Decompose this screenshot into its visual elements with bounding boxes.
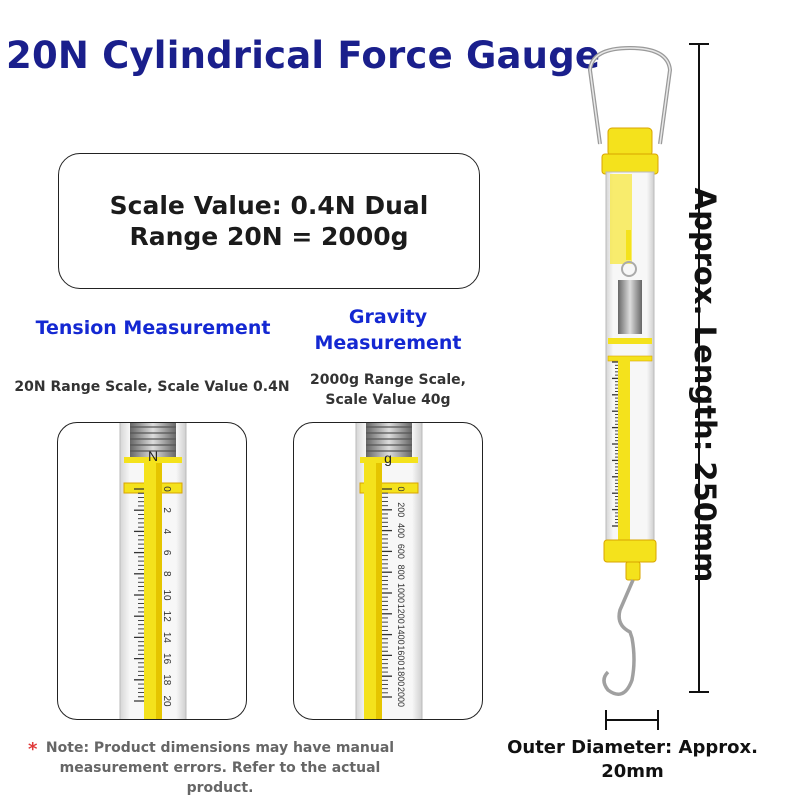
scale-label: 1400: [396, 625, 406, 645]
bottom-hook: [602, 579, 636, 696]
length-label: Approx. Length: 250mm: [688, 187, 722, 583]
spec-box: Scale Value: 0.4N Dual Range 20N = 2000g: [58, 153, 480, 289]
tension-caption: 20N Range Scale, Scale Value 0.4N: [14, 379, 290, 395]
scale-label: 8: [161, 571, 172, 577]
tension-heading: Tension Measurement: [35, 317, 271, 339]
newton-tick-labels: 0 2 4 6 8 10 12 14 16 18 20: [161, 486, 172, 707]
scale-label: 1800: [396, 666, 406, 686]
scale-label: 800: [396, 565, 406, 580]
scale-label: 4: [161, 529, 172, 535]
gravity-caption-line-1: 2000g Range Scale,: [310, 372, 466, 388]
scale-label: 10: [161, 589, 172, 601]
bottom-cap: [603, 539, 657, 563]
scale-label: 1200: [396, 604, 406, 624]
spec-line-1: Scale Value: 0.4N Dual: [109, 191, 429, 220]
note-text: Note: Product dimensions may have manual…: [45, 740, 395, 796]
spring: [366, 423, 412, 458]
note-asterisk: *: [28, 739, 38, 760]
spring: [130, 423, 176, 458]
gram-tick-marks: [382, 488, 392, 698]
scale-label: 12: [161, 611, 172, 623]
scale-label: 1600: [396, 645, 406, 665]
gravity-heading-line-2: Measurement: [314, 332, 462, 354]
tension-scale-closeup: N 0 2 4 6 8 10 12 14 16 18 20: [57, 422, 247, 720]
newton-unit: N: [148, 448, 158, 464]
newton-tick-marks: [134, 488, 144, 702]
scale-label: 400: [396, 523, 406, 538]
gravity-caption: 2000g Range Scale, Scale Value 40g: [300, 370, 476, 410]
scale-label: 18: [161, 674, 172, 686]
newton-scale-svg: N 0 2 4 6 8 10 12 14 16 18 20: [119, 423, 187, 719]
measurement-note: * Note: Product dimensions may have manu…: [28, 738, 410, 798]
scale-label: 14: [161, 632, 172, 644]
scale-label: 2000: [396, 687, 406, 707]
gravity-heading-line-1: Gravity: [348, 306, 428, 328]
scale-label: 1000: [396, 583, 406, 603]
force-gauge-illustration: [587, 45, 673, 696]
scale-label: 20: [161, 695, 172, 707]
scale-label: 200: [396, 502, 406, 517]
top-cap: [607, 127, 653, 157]
scale-label: 2: [161, 507, 172, 513]
diameter-dimension-line: [605, 710, 659, 730]
diameter-label: Outer Diameter: Approx. 20mm: [507, 737, 758, 782]
gravity-heading: Gravity Measurement: [300, 304, 476, 356]
gauge-spring: [618, 280, 642, 334]
page-title: 20N Cylindrical Force Gauge: [6, 34, 601, 77]
scale-label: 600: [396, 544, 406, 559]
length-dimension-line: [689, 43, 709, 693]
gram-unit: g: [384, 450, 392, 466]
gauge-tick-marks: [612, 361, 618, 527]
scale-label: 6: [161, 550, 172, 556]
scale-label: 16: [161, 653, 172, 665]
scale-label: 0: [161, 486, 172, 492]
scale-label: 0: [396, 486, 406, 491]
gravity-caption-line-2: Scale Value 40g: [325, 392, 451, 408]
spec-line-2: Range 20N = 2000g: [129, 222, 409, 251]
